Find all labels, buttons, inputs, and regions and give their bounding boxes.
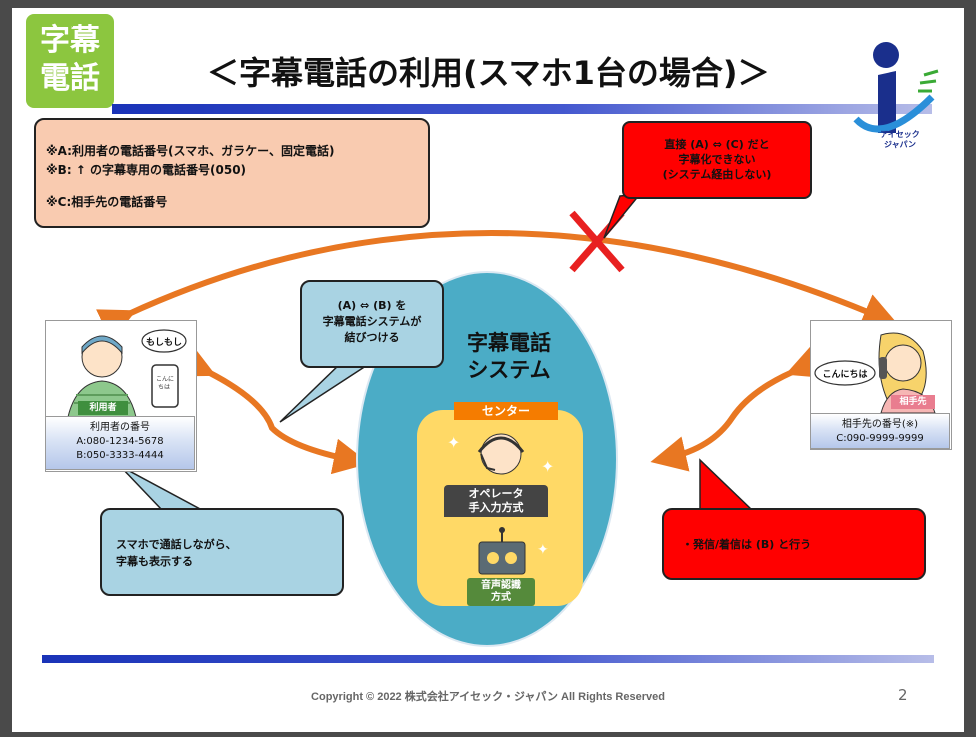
direct-arc-arrow — [96, 230, 899, 342]
user-info-title: 利用者の番号 — [90, 422, 150, 433]
partner-number-c: C:090-9999-9999 — [836, 433, 924, 444]
page-title: ＜字幕電話の利用(スマホ1台の場合)＞ — [207, 54, 770, 92]
phone-screen-text: こんに — [156, 376, 174, 383]
system-link-line-3: 結びつける — [344, 331, 400, 344]
page-number: 2 — [898, 686, 908, 704]
headset-icon — [477, 436, 525, 453]
user-number-a: A:080-1234-5678 — [76, 436, 164, 447]
system-link-line-1: (A) ⇔ (B) を — [337, 299, 407, 312]
copyright-text: Copyright © 2022 株式会社アイセック・ジャパン All Righ… — [311, 691, 665, 703]
svg-text:ちは: ちは — [158, 384, 170, 391]
call-note-callout: ・発信/着信は (B) と行う — [662, 508, 926, 580]
title-underline — [112, 104, 932, 114]
smartphone-line-2: 字幕も表示する — [116, 555, 193, 568]
user-system-arrow — [175, 343, 370, 475]
sparkle-icon: ✦ — [541, 457, 554, 476]
system-title-line-1: 字幕電話 — [467, 331, 551, 355]
sparkle-icon: ✦ — [447, 433, 460, 452]
partner-tag: 相手先 — [891, 395, 935, 409]
operator-line-2: 手入力方式 — [468, 501, 524, 514]
partner-system-arrow — [650, 344, 826, 472]
robot-icon — [478, 541, 526, 575]
sparkle-icon: ✦ — [537, 542, 549, 558]
operator-line-1: オペレータ — [468, 487, 524, 500]
legend-line-a: ※A:利用者の電話番号(スマホ、ガラケー、固定電話) — [46, 144, 335, 158]
company-logo — [853, 42, 939, 133]
call-note-callout-tail — [699, 458, 754, 511]
red-callout-tail — [603, 193, 642, 239]
legend-line-b: ※B: ↑ の字幕専用の電話番号(050) — [46, 163, 247, 177]
smartphone-line-1: スマホで通話しながら、 — [116, 538, 237, 551]
system-link-line-2: 字幕電話システムが — [322, 315, 422, 328]
legend-line-c: ※C:相手先の電話番号 — [46, 195, 168, 209]
center-illustrations: ✦ ✦ ✦ — [447, 433, 554, 575]
user-number-info: 利用者の番号 A:080-1234-5678 B:050-3333-4444 — [45, 416, 195, 470]
warning-line-1: 直接 (A) ⇔ (C) だと — [664, 138, 770, 151]
smartphone-callout-tail — [119, 465, 203, 511]
partner-number-info: 相手先の番号(※) C:090-9999-9999 — [810, 413, 950, 449]
center-tag: センター — [454, 402, 558, 420]
warning-line-2: 字幕化できない — [678, 153, 756, 166]
partner-speech-text: こんにちは — [822, 370, 868, 380]
app-logo: ❦ 字幕 電話 — [26, 12, 114, 108]
system-link-callout: (A) ⇔ (B) を 字幕電話システムが 結びつける — [300, 280, 444, 368]
logo-text: 字幕 電話 — [40, 23, 100, 96]
user-number-b: B:050-3333-4444 — [76, 450, 164, 461]
sprout-icon: ❦ — [62, 12, 78, 33]
company-logo-text: アイセック ジャパン — [880, 130, 920, 149]
flow-arrows — [96, 193, 899, 511]
call-note-text: ・発信/着信は (B) と行う — [682, 538, 812, 551]
warning-line-3: (システム経由しない) — [662, 168, 772, 181]
number-legend: ※A:利用者の電話番号(スマホ、ガラケー、固定電話) ※B: ↑ の字幕専用の電… — [34, 118, 430, 228]
footer-bar — [42, 655, 934, 663]
system-title-line-2: システム — [467, 358, 551, 382]
voice-line-1: 音声認識 — [481, 580, 521, 591]
partner-info-title: 相手先の番号(※) — [841, 419, 919, 430]
smartphone-callout: スマホで通話しながら、 字幕も表示する — [100, 508, 344, 596]
voice-recognition-label: 音声認識 方式 — [467, 578, 535, 606]
blue-callout-tail — [279, 361, 375, 423]
system-title: 字幕電話 システム — [444, 330, 574, 384]
voice-line-2: 方式 — [491, 592, 511, 603]
slide: ❦ 字幕 電話 ＜字幕電話の利用(スマホ1台の場合)＞ アイセック ジャパン — [12, 8, 964, 732]
speech-bubble — [141, 329, 187, 353]
user-tag: 利用者 — [78, 401, 128, 415]
user-speech-text: もしもし — [145, 338, 182, 348]
direct-call-warning: 直接 (A) ⇔ (C) だと 字幕化できない (システム経由しない) — [622, 121, 812, 199]
partner-speech-bubble — [814, 360, 876, 386]
operator-method-label: オペレータ 手入力方式 — [444, 485, 548, 517]
